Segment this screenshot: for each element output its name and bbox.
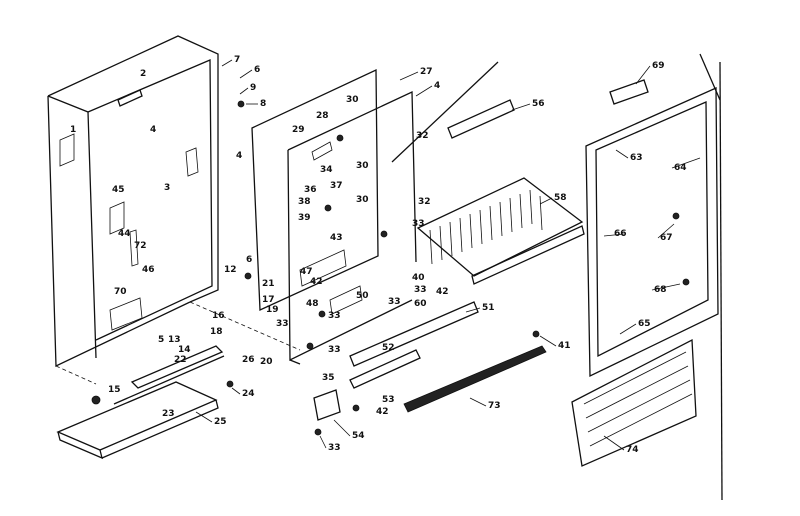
callout-38: 38	[298, 197, 311, 207]
hardware	[91, 100, 690, 436]
callout-47: 47	[300, 267, 313, 277]
callout-51: 51	[482, 303, 495, 313]
evaporator-assembly	[391, 61, 585, 285]
callout-74: 74	[626, 445, 639, 455]
callout-37: 37	[330, 181, 343, 191]
callout-70: 70	[114, 287, 127, 297]
callout-73: 73	[488, 401, 501, 411]
callout-29: 29	[292, 125, 305, 135]
callout-40: 40	[412, 273, 425, 283]
callout-36: 36	[304, 185, 317, 195]
callout-67: 67	[660, 233, 673, 243]
callout-69: 69	[652, 61, 665, 71]
callout-30: 30	[356, 161, 369, 171]
callout-46: 46	[142, 265, 155, 275]
callout-43: 43	[330, 233, 343, 243]
callout-3: 3	[164, 183, 170, 193]
callout-53: 53	[382, 395, 395, 405]
callout-30: 30	[346, 95, 359, 105]
callout-21: 21	[262, 279, 275, 289]
callout-24: 24	[242, 389, 255, 399]
callout-42: 42	[376, 407, 389, 417]
callout-30: 30	[356, 195, 369, 205]
callout-27: 27	[420, 67, 433, 77]
callout-65: 65	[638, 319, 651, 329]
leader-lines	[195, 59, 701, 451]
callout-14: 14	[178, 345, 191, 355]
callout-32: 32	[418, 197, 431, 207]
callout-9: 9	[250, 83, 256, 93]
callout-39: 39	[298, 213, 311, 223]
callout-7: 7	[234, 55, 240, 65]
callout-8: 8	[260, 99, 266, 109]
callout-4: 4	[434, 81, 440, 91]
callout-17: 17	[262, 295, 275, 305]
bottom-parts	[56, 301, 547, 460]
cabinet-liner	[251, 68, 417, 365]
callout-42: 42	[436, 287, 449, 297]
callout-19: 19	[266, 305, 279, 315]
callout-48: 48	[306, 299, 319, 309]
callout-35: 35	[322, 373, 335, 383]
callout-44: 44	[118, 229, 131, 239]
callout-33: 33	[328, 311, 341, 321]
callout-22: 22	[174, 355, 187, 365]
callout-68: 68	[654, 285, 667, 295]
callout-33: 33	[276, 319, 289, 329]
callout-2: 2	[140, 69, 146, 79]
callout-1: 1	[70, 125, 76, 135]
callout-13: 13	[168, 335, 181, 345]
callout-labels: 2 1 4 3 7 6 9 8 4 45 44 72 46 70 6 12 21…	[70, 55, 687, 455]
callout-5: 5	[158, 335, 164, 345]
callout-18: 18	[210, 327, 223, 337]
callout-34: 34	[320, 165, 333, 175]
callout-63: 63	[630, 153, 643, 163]
door-assembly	[571, 53, 723, 501]
callout-45: 45	[112, 185, 125, 195]
callout-12: 12	[224, 265, 237, 275]
callout-15: 15	[108, 385, 121, 395]
callout-54: 54	[352, 431, 365, 441]
callout-33: 33	[388, 297, 401, 307]
callout-16: 16	[212, 311, 225, 321]
callout-32: 32	[416, 131, 429, 141]
callout-26: 26	[242, 355, 255, 365]
callout-33: 33	[412, 219, 425, 229]
cabinet-shell	[47, 35, 301, 385]
callout-33: 33	[414, 285, 427, 295]
callout-28: 28	[316, 111, 329, 121]
callout-25: 25	[214, 417, 227, 427]
callout-58: 58	[554, 193, 567, 203]
callout-4: 4	[150, 125, 156, 135]
callout-6: 6	[254, 65, 260, 75]
callout-50: 50	[356, 291, 369, 301]
callout-6: 6	[246, 255, 252, 265]
callout-64: 64	[674, 163, 687, 173]
callout-33: 33	[328, 345, 341, 355]
callout-33: 33	[328, 443, 341, 453]
callout-42: 42	[310, 277, 323, 287]
callout-4: 4	[236, 151, 242, 161]
callout-52: 52	[382, 343, 395, 353]
callout-41: 41	[558, 341, 571, 351]
callout-60: 60	[414, 299, 427, 309]
callout-56: 56	[532, 99, 545, 109]
callout-23: 23	[162, 409, 175, 419]
callout-20: 20	[260, 357, 273, 367]
callout-72: 72	[134, 241, 147, 251]
